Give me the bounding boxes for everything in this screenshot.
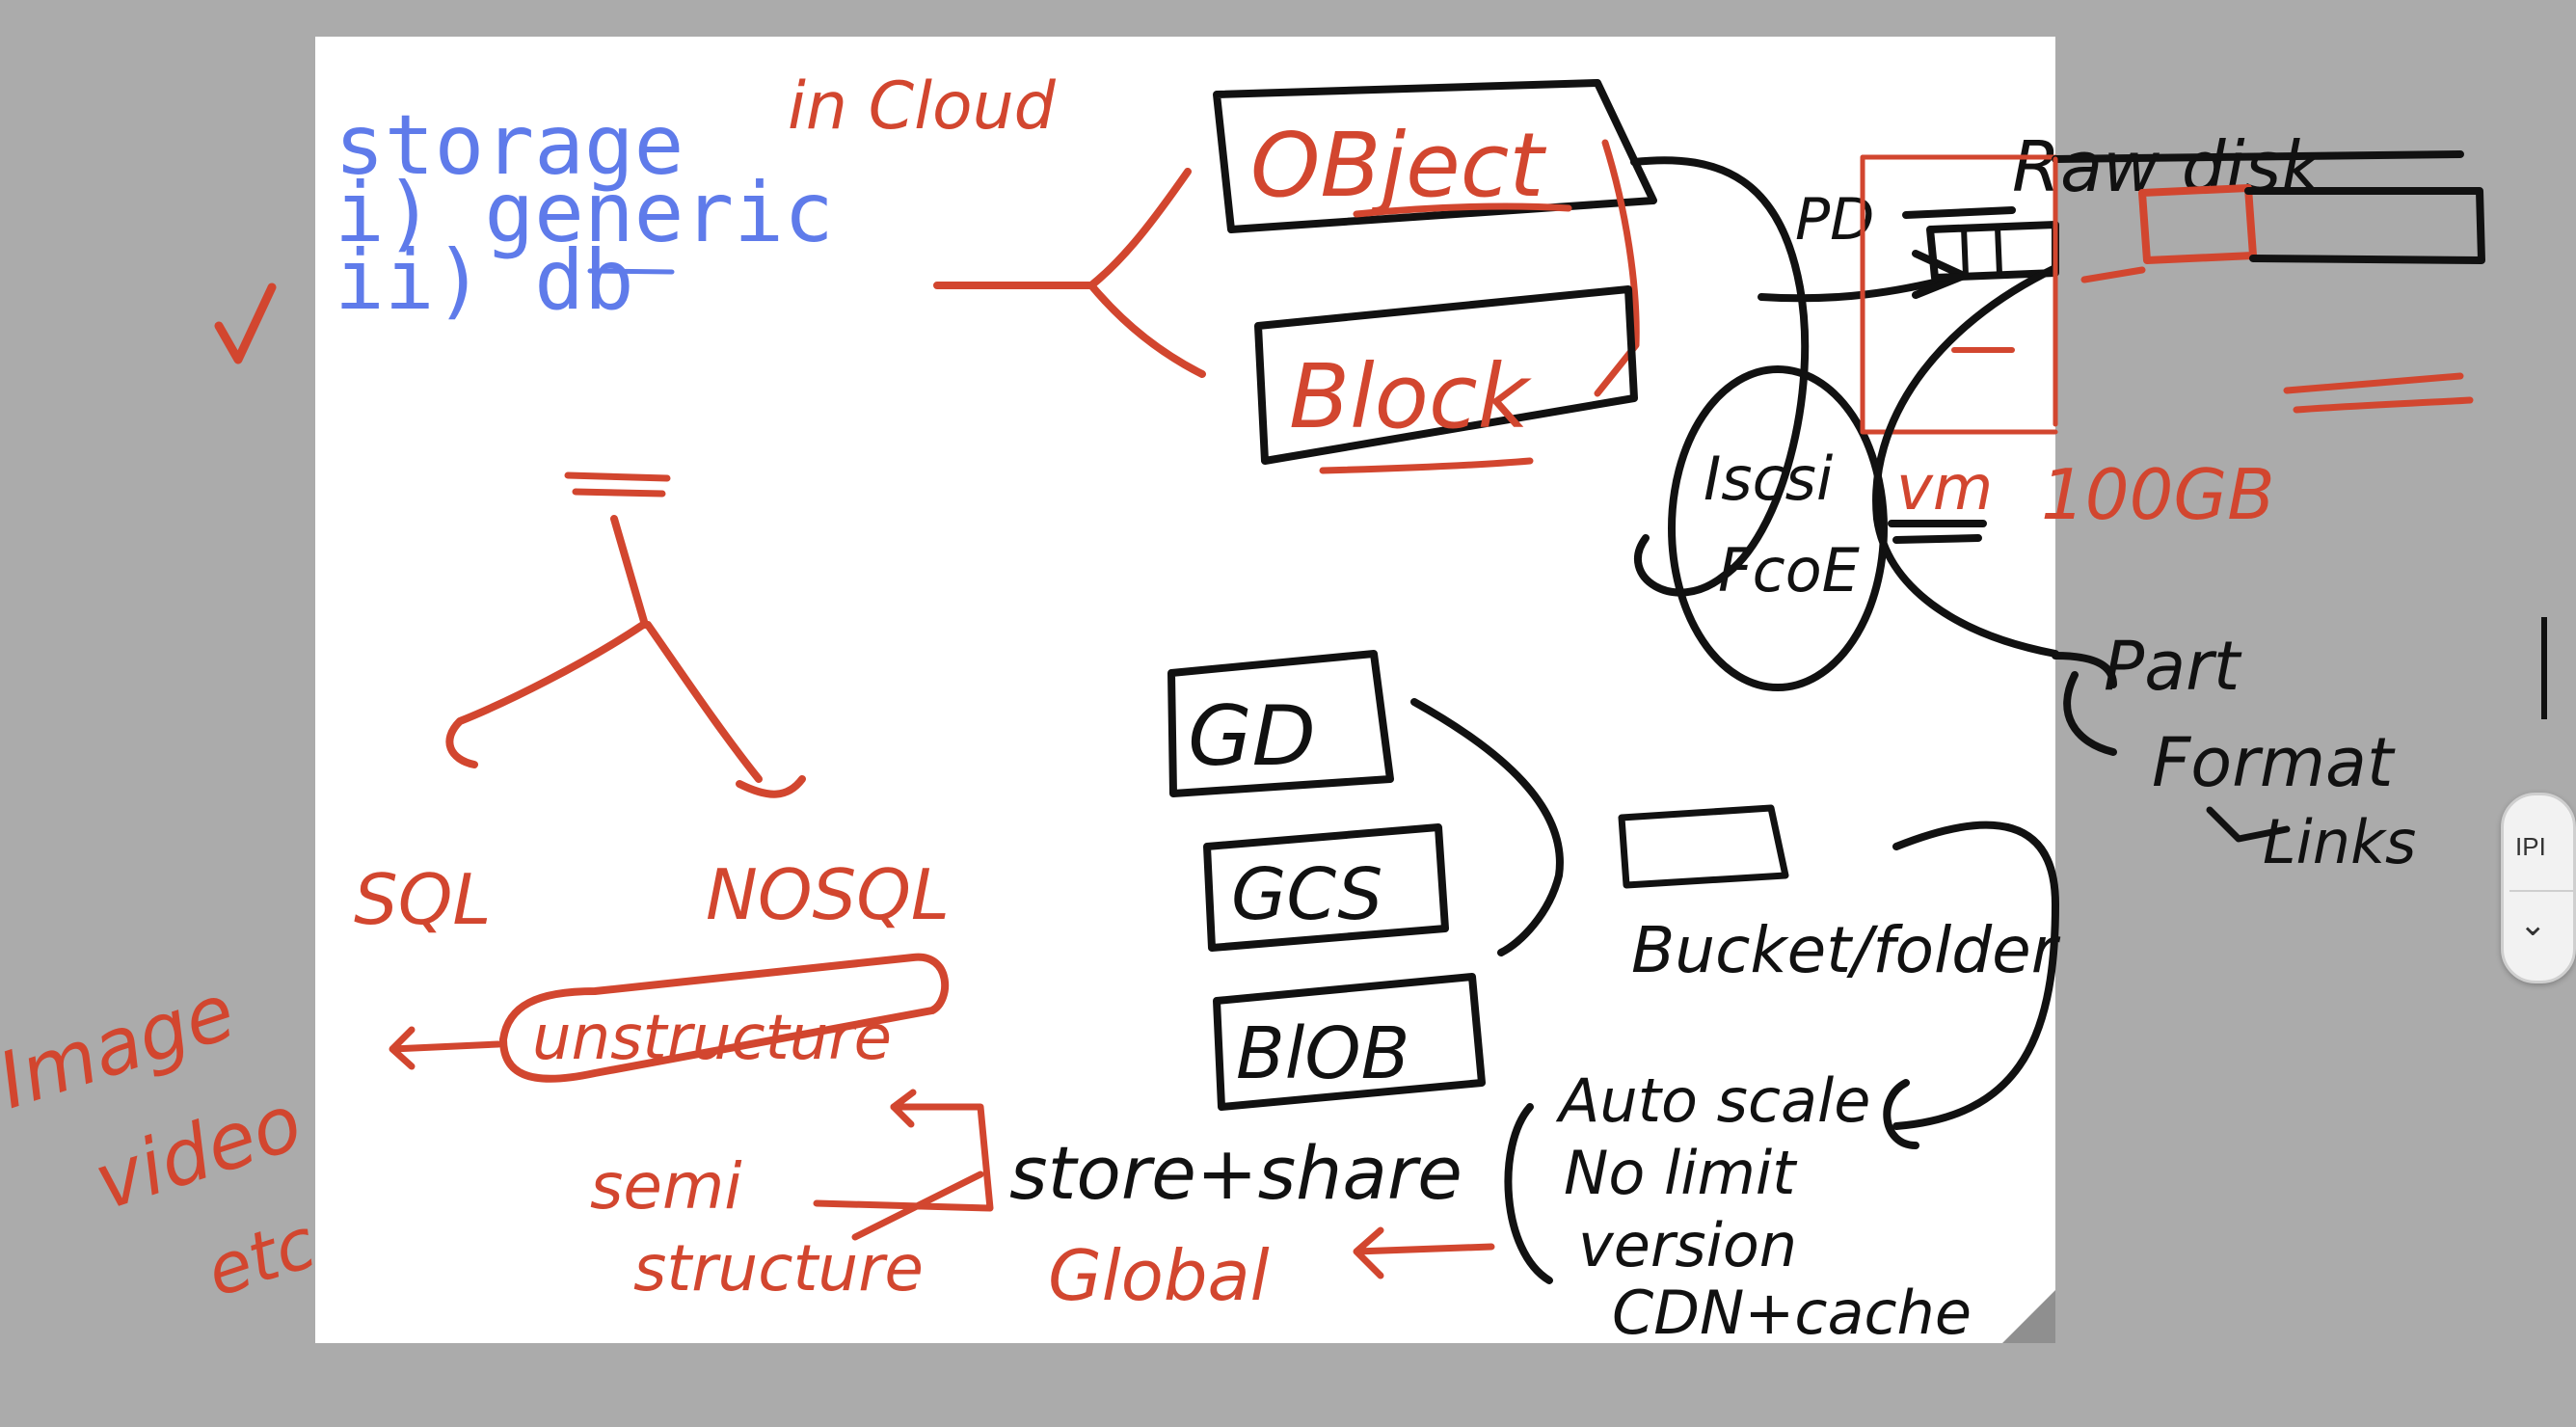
format-connector (2063, 671, 2117, 756)
vm-disk-arrow (2080, 266, 2146, 283)
object-block-bracket (1594, 139, 1640, 397)
feature-auto-scale: Auto scale (1555, 1065, 1870, 1136)
sql-label: SQL (354, 859, 492, 940)
block-box (1254, 285, 1638, 465)
side-panel-toggle[interactable]: IPI ⌄ (2501, 793, 2576, 983)
step-links: Links (2263, 807, 2416, 877)
unstructured-label: unstructure (532, 1003, 892, 1074)
db-double-underline (564, 471, 671, 498)
vm-underline (1888, 520, 1987, 544)
structure-label: structure (633, 1231, 924, 1306)
chevron-down-icon[interactable]: ⌄ (2519, 905, 2547, 944)
size-underline (2283, 372, 2474, 414)
features-bracket (1504, 1103, 1553, 1284)
right-margin-notes: Part Format Links (2052, 150, 2485, 877)
step-format: Format (2152, 723, 2396, 802)
feature-cdn-cache: CDN+cache (1612, 1278, 1972, 1348)
vm-disk-icon-outer (2244, 187, 2485, 264)
gd-box (1167, 650, 1394, 797)
feature-version: version (1578, 1210, 1797, 1280)
check-mark-icon (214, 283, 277, 364)
step-part: Part (2104, 627, 2242, 706)
block-underline (1319, 457, 1534, 474)
vm-disk-icon (2138, 184, 2257, 264)
object-box (1213, 79, 1657, 233)
bucket-icon (1618, 804, 1789, 889)
semi-label: semi (590, 1149, 742, 1224)
branch-to-object (933, 168, 1192, 289)
media-notes: Image video etc (0, 966, 325, 1312)
global-label: Global (1048, 1235, 1270, 1316)
bucket-curve-end (1883, 1079, 1919, 1149)
nosql-branch (644, 621, 806, 798)
unstructured-box (499, 953, 949, 1083)
raw-disk-icon-dividers (1961, 225, 2002, 279)
branch-to-block (1087, 282, 1206, 378)
raw-disk-underline (1902, 206, 2016, 219)
blob-label: BlOB (1236, 1012, 1409, 1095)
ink-layer: in Cloud OBject Block PD Iscsi FcoE (214, 68, 2324, 1348)
providers-bracket (1410, 698, 1564, 956)
blob-box (1213, 973, 1486, 1111)
db-underline (587, 268, 675, 275)
edge-marker (2541, 617, 2547, 719)
object-label: OBject (1250, 114, 1546, 217)
size-label: 100GB (2041, 454, 2275, 535)
gd-label: GD (1188, 688, 1316, 785)
item-db: ii) db (335, 232, 634, 329)
sql-branch (445, 621, 647, 768)
part-connector (2052, 652, 2117, 688)
iscsi-label: Iscsi (1704, 444, 1833, 514)
semi-arrowhead (890, 1089, 917, 1128)
raw-disk-line-extension (2052, 150, 2464, 163)
iscsi-circle (1668, 365, 1888, 691)
block-label: Block (1289, 345, 1533, 448)
in-cloud-note: in Cloud (788, 68, 1057, 145)
db-stem (610, 515, 649, 629)
media-video: video (84, 1077, 312, 1227)
pd-connector (1630, 156, 1810, 597)
page-curl-corner[interactable] (2002, 1290, 2055, 1343)
gcs-box (1203, 823, 1449, 952)
bucket-label: Bucket/folder (1631, 913, 2061, 987)
whiteboard-canvas[interactable]: storage i) generic ii) db in Cloud OBjec… (214, 37, 2324, 1348)
fcoe-label: FcoE (1718, 535, 1861, 606)
bucket-curve (1892, 821, 2059, 1130)
object-underline (1353, 202, 1572, 218)
vm-label: vm (1896, 453, 1993, 525)
store-share-label: store+share (1009, 1130, 1462, 1216)
media-etc: etc (197, 1202, 325, 1313)
feature-no-limit: No limit (1564, 1138, 1798, 1208)
disk-to-steps-curve (1872, 264, 2059, 658)
vm-frame (1860, 154, 2058, 435)
item-generic: i) generic (335, 165, 834, 261)
side-panel-label: IPI (2515, 832, 2546, 861)
storage-title: storage (335, 97, 684, 194)
nosql-label: NOSQL (706, 854, 950, 935)
links-connector (2206, 806, 2291, 843)
side-panel-divider (2509, 890, 2573, 892)
global-arrow (1353, 1226, 1495, 1279)
gcs-label: GCS (1231, 853, 1382, 936)
semi-structure-bracket (813, 1103, 994, 1241)
unstructured-arrow (389, 1026, 502, 1070)
